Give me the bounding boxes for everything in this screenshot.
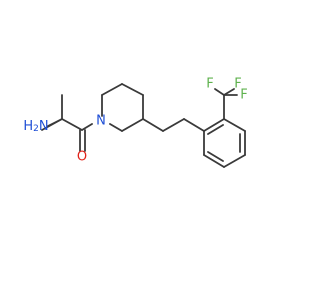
chemical-structure: H2N N O F F F xyxy=(23,77,248,168)
fluorine-top-left-label: F xyxy=(206,77,213,92)
amine-label: H2N xyxy=(23,119,48,135)
bond-benzene-2-3 xyxy=(223,118,246,132)
structure-canvas: H2N N O F F F xyxy=(23,77,248,168)
bond-ring-c2-c3 xyxy=(101,83,123,96)
bond-ring-c6-n xyxy=(109,123,123,132)
bond-cf3-f-top-left xyxy=(214,88,225,96)
carbonyl-oxygen-label: O xyxy=(77,150,87,165)
bond-benzene-5-6 xyxy=(203,154,225,168)
bond-ring-c3-c4 xyxy=(121,83,144,96)
bond-benzene-inner-a xyxy=(207,124,224,135)
atom-label-layer: H2N N O F F F xyxy=(23,77,247,165)
bond-cf3-f-top-right xyxy=(223,88,235,96)
bond-benzene-inner-c xyxy=(207,151,224,162)
bond-carbonyl-ring-nitrogen xyxy=(81,123,93,131)
bond-benzene-1-2 xyxy=(203,118,225,132)
bond-quaternary-carbonyl-carbon xyxy=(61,118,83,131)
bond-quaternary-methyl-bottom xyxy=(41,118,63,131)
ring-nitrogen-label: N xyxy=(96,114,106,129)
bond-layer xyxy=(41,83,246,168)
bond-ring-c5-c6 xyxy=(121,118,144,132)
fluorine-top-right-label: F xyxy=(234,77,241,92)
bond-linker-1-2 xyxy=(162,118,185,132)
bond-ring-linker-1 xyxy=(142,118,164,132)
bond-linker-benzene xyxy=(183,118,205,132)
bond-benzene-4-5 xyxy=(223,154,246,168)
fluorine-right-label: F xyxy=(240,88,247,103)
